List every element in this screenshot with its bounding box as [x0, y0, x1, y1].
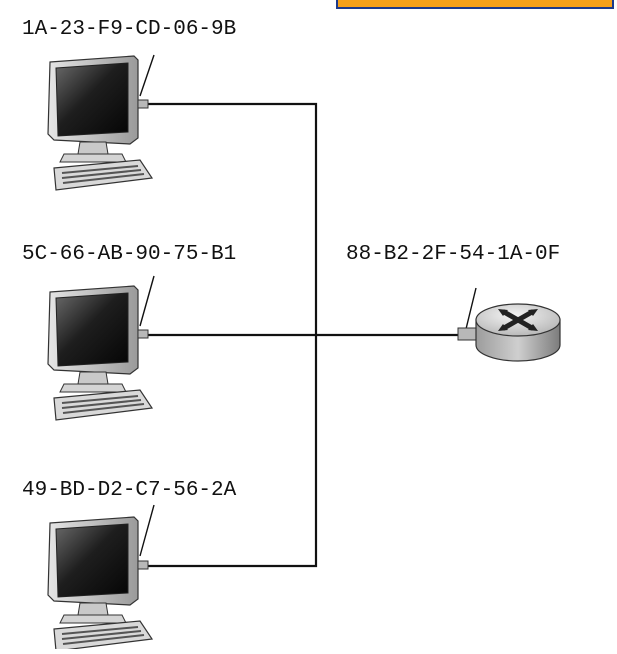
- host-computer-2[interactable]: 5C-66-AB-90-75-B1: [22, 243, 236, 421]
- host-1-mac-label: 1A-23-F9-CD-06-9B: [22, 18, 236, 41]
- label-leader-line: [139, 54, 155, 97]
- router[interactable]: 88-B2-2F-54-1A-0F: [346, 243, 561, 362]
- router-icon: [475, 303, 561, 362]
- top-banner: [336, 0, 614, 9]
- label-leader-line: [465, 287, 477, 330]
- label-leader-line: [139, 504, 155, 557]
- router-mac-label: 88-B2-2F-54-1A-0F: [346, 243, 560, 266]
- label-leader-line: [139, 275, 155, 327]
- host-3-mac-label: 49-BD-D2-C7-56-2A: [22, 479, 237, 502]
- ethernet-wires: [148, 102, 478, 568]
- host-computer-1[interactable]: 1A-23-F9-CD-06-9B: [22, 18, 236, 191]
- computer-icon: [47, 55, 153, 191]
- computer-icon: [47, 285, 153, 421]
- host-computer-3[interactable]: 49-BD-D2-C7-56-2A: [22, 479, 237, 652]
- computer-icon: [47, 516, 153, 652]
- host-2-mac-label: 5C-66-AB-90-75-B1: [22, 243, 236, 266]
